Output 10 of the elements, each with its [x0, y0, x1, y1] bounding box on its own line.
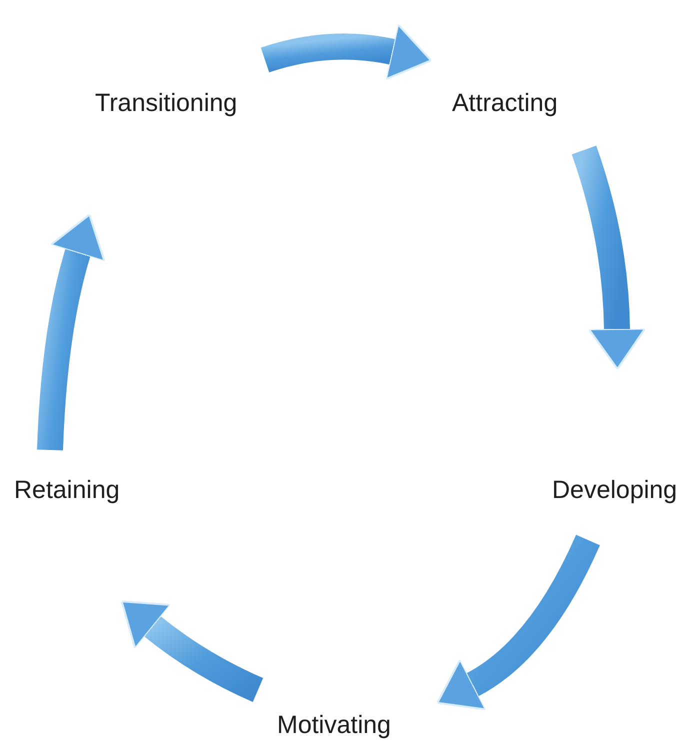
- curved-arrow: [572, 146, 646, 370]
- stage-label: Motivating: [277, 710, 391, 740]
- stage-label: Retaining: [14, 475, 120, 505]
- stage-label: Transitioning: [95, 88, 238, 118]
- stage-label: Attracting: [452, 88, 558, 118]
- curved-arrow: [437, 534, 600, 710]
- curved-arrow: [120, 600, 264, 702]
- curved-arrow: [261, 23, 432, 80]
- curved-arrow: [37, 214, 106, 451]
- stage-label: Developing: [552, 475, 678, 505]
